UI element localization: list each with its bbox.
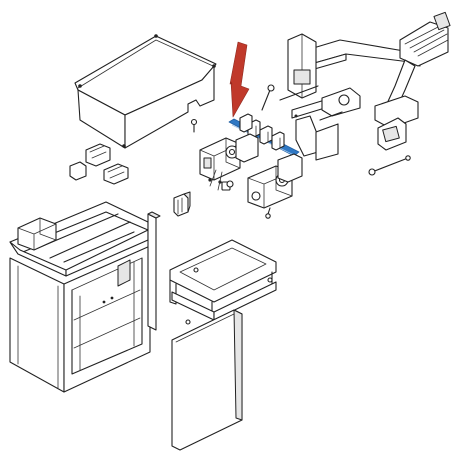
- cover: [74, 34, 217, 149]
- front-door: [171, 309, 243, 451]
- gearmotor-upper: [199, 133, 259, 191]
- pointer-arrow: [229, 41, 250, 118]
- gearmotor-lower: [247, 153, 303, 219]
- connector-set: [69, 143, 129, 185]
- base-frame: [9, 201, 151, 393]
- arm-assembly: [279, 11, 451, 161]
- side-panel: [147, 211, 161, 331]
- spacer: [221, 180, 234, 191]
- mounting-plate: [169, 239, 277, 325]
- screw-rod: [368, 155, 411, 176]
- cable-clamp: [173, 191, 191, 217]
- pin: [190, 84, 275, 133]
- terminal-blocks: [239, 113, 285, 151]
